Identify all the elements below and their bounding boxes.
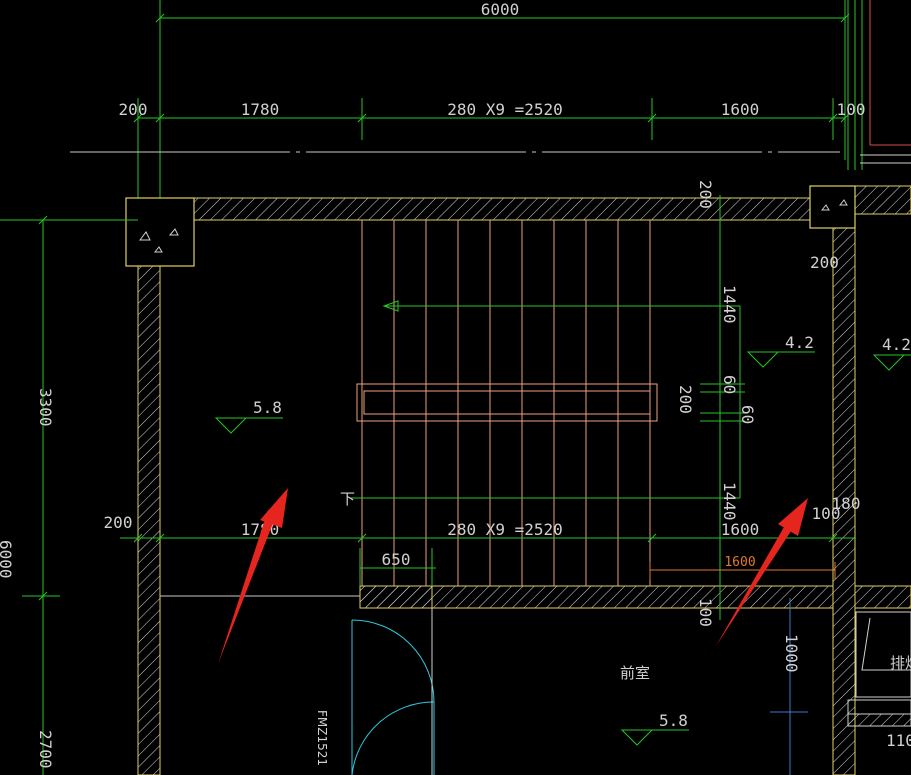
right-vertical-dims xyxy=(700,195,745,620)
dim-3300-left: 3300 xyxy=(36,388,55,427)
dim-60-b: 60 xyxy=(738,405,757,424)
dim-2700-left: 2700 xyxy=(36,730,55,769)
level-4.2-right: 4.2 xyxy=(785,333,814,352)
column-detail xyxy=(139,199,848,253)
dim-1440-a: 1440 xyxy=(720,285,739,324)
walls xyxy=(125,185,911,775)
left-vertical-dims xyxy=(0,215,138,775)
dim-1440-b: 1440 xyxy=(720,482,739,521)
dim-1600-orange: 1600 xyxy=(724,555,755,570)
blue-axis xyxy=(770,598,808,775)
dim-180-mid: 180 xyxy=(832,494,861,513)
label-down: 下 xyxy=(340,490,355,508)
level-5.8-front-room: 5.8 xyxy=(659,711,688,730)
dim-100-mid: 100 xyxy=(812,504,841,523)
dim-1780-top: 1780 xyxy=(241,100,280,119)
dim-110: 110 xyxy=(886,731,911,750)
dim-1000: 1000 xyxy=(782,634,801,673)
dim-200-mid-left: 200 xyxy=(104,513,133,532)
orange-dimension xyxy=(649,562,836,580)
level-marker-far-right xyxy=(872,354,911,371)
label-exhaust: 排烟 xyxy=(890,654,911,672)
dim-100-bottom: 100 xyxy=(696,598,715,627)
level-marker-front-room xyxy=(620,729,689,746)
dim-60-a: 60 xyxy=(720,375,739,394)
dim-2520-top: 280 X9 =2520 xyxy=(447,100,563,119)
dim-2520-mid: 280 X9 =2520 xyxy=(447,520,563,539)
dim-200-mid: 200 xyxy=(676,385,695,414)
dim-100-top: 100 xyxy=(837,100,866,119)
label-front-room: 前室 xyxy=(620,664,650,682)
annotation-arrow-left xyxy=(218,488,288,664)
level-marker-right xyxy=(746,351,815,368)
middle-dimension-chain xyxy=(120,533,855,586)
dim-6000-top: 6000 xyxy=(481,0,520,19)
door-swing xyxy=(351,619,435,775)
exhaust-room xyxy=(855,611,911,698)
dim-1600-top: 1600 xyxy=(721,100,760,119)
level-4.2-far-right: 4.2 xyxy=(882,335,911,354)
stair-treads xyxy=(356,220,658,586)
top-dimension-chain xyxy=(133,98,850,200)
dim-200-right-top: 200 xyxy=(696,180,715,209)
dim-200-side: 200 xyxy=(810,253,839,272)
top-overall-dimension xyxy=(155,0,850,200)
level-5.8-landing: 5.8 xyxy=(253,398,282,417)
walk-direction xyxy=(350,300,740,499)
dim-650: 650 xyxy=(382,550,411,569)
annotation-arrow-right xyxy=(716,498,808,646)
dim-1600-mid: 1600 xyxy=(721,520,760,539)
dim-6000-left: 6000 xyxy=(0,540,15,579)
door-code: FMZ1521 xyxy=(315,710,329,766)
right-edge-lines xyxy=(847,0,911,170)
dim-200-top: 200 xyxy=(119,100,148,119)
level-marker-landing xyxy=(214,417,283,434)
